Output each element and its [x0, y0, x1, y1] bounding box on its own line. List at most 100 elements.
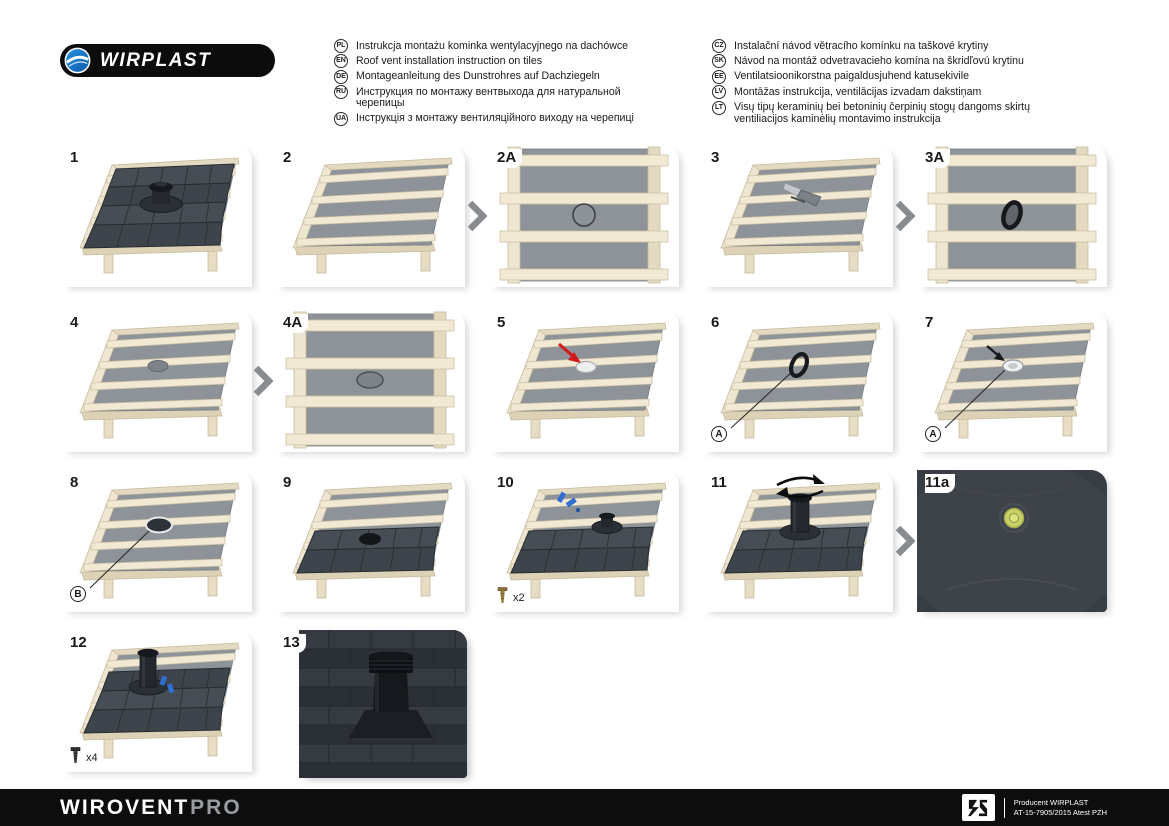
sealed-hole — [145, 516, 173, 534]
chevron-right-icon — [467, 200, 487, 232]
producer-info: Producent WIRPLAST AT-15-7905/2015 Atest… — [961, 794, 1107, 821]
step-1-illustration — [79, 157, 240, 274]
marked-circle — [572, 203, 596, 227]
step-cell-8: B 8 — [62, 470, 252, 612]
language-code-badge: EN — [334, 54, 348, 69]
step-3-illustration — [720, 157, 881, 274]
language-text: Instalační návod větracího komínku na ta… — [734, 39, 989, 52]
language-text: Инструкция по монтажу вентвыхода для нат… — [356, 85, 621, 110]
step-number: 2A — [497, 149, 523, 168]
step-number: 3A — [925, 149, 951, 168]
language-row: SK Návod na montáž odvetravacieho komína… — [712, 54, 1064, 69]
step-cell-2: 2 — [275, 145, 465, 287]
screw-icon — [497, 587, 508, 603]
step-7-illustration — [934, 322, 1095, 439]
language-row: LV Montāžas instrukcija, ventilācijas iz… — [712, 85, 1064, 100]
step-number: 11a — [925, 474, 956, 493]
step-2a-illustration — [499, 146, 669, 284]
producer-text: Producent WIRPLAST AT-15-7905/2015 Atest… — [1003, 797, 1107, 818]
step-cell-1: 1 — [62, 145, 252, 287]
brand-main: WIROVENT — [60, 795, 190, 819]
chevron-right-icon — [253, 365, 273, 397]
producer-line2: AT-15-7905/2015 Atest PZH — [1013, 807, 1107, 817]
step-4a-illustration — [285, 311, 455, 449]
wirplast-logo-text: WIRPLAST — [100, 49, 212, 71]
step-cell-12: x4 12 — [62, 630, 252, 772]
language-code-badge: UA — [334, 111, 348, 126]
language-row: DE Montageanleitung des Dunstrohres auf … — [334, 69, 669, 84]
step-number: 5 — [497, 314, 512, 333]
language-row: EE Ventilatsioonikorstna paigaldusjuhend… — [712, 69, 1064, 84]
step-12-illustration — [79, 642, 240, 759]
chevron-right-icon — [895, 525, 915, 557]
step-number: 12 — [70, 634, 93, 653]
rubber-seal-ring — [1001, 200, 1023, 230]
step-number: 6 — [711, 314, 726, 333]
step-number: 2 — [283, 149, 298, 168]
language-code-badge: SK — [712, 54, 726, 69]
step-cell-2a: 2A — [489, 145, 679, 287]
step-8-illustration — [79, 482, 240, 599]
step-4-illustration — [79, 322, 240, 439]
step-number: 1 — [70, 149, 85, 168]
level-bubble-icon — [999, 503, 1029, 533]
membrane-hole — [356, 371, 384, 389]
language-code-badge: CZ — [712, 39, 726, 53]
membrane-hole — [147, 360, 169, 372]
producer-logo-icon — [961, 794, 995, 821]
leader-line — [944, 369, 1006, 429]
language-text: Instrukcja montażu kominka wentylacyjneg… — [356, 39, 629, 52]
leader-line — [730, 370, 794, 429]
wirovent-brand: WIROVENTPRO — [60, 796, 242, 820]
step-number: 7 — [925, 314, 940, 333]
marker-a: A — [925, 426, 941, 442]
footer-bar: WIROVENTPRO Producent WIRPLAST AT-15-790… — [0, 789, 1169, 826]
vent-chimney — [349, 651, 433, 738]
step-number: 4 — [70, 314, 85, 333]
step-5-illustration — [506, 322, 667, 439]
rubber-seal-ring — [788, 352, 810, 378]
marker-a: A — [711, 426, 727, 442]
step-cell-3: 3 — [703, 145, 893, 287]
step-number: 11 — [711, 474, 733, 493]
step-cell-5: 5 — [489, 310, 679, 452]
step-number: 4A — [283, 314, 309, 333]
wirplast-globe-icon — [64, 47, 91, 74]
step-cell-6: A 6 — [703, 310, 893, 452]
language-row: CZ Instalační návod větracího komínku na… — [712, 39, 1064, 53]
language-row: PL Instrukcja montażu kominka wentylacyj… — [334, 39, 669, 53]
step-cell-11: 11 — [703, 470, 893, 612]
step-number: 9 — [283, 474, 298, 493]
language-row: RU Инструкция по монтажу вентвыхода для … — [334, 85, 669, 110]
wirplast-logo: WIRPLAST — [60, 44, 275, 77]
brand-suffix: PRO — [190, 795, 242, 819]
step-9-illustration — [292, 482, 453, 599]
step-cell-9: 9 — [275, 470, 465, 612]
vent-cowl-icon — [139, 181, 183, 213]
language-text: Montāžas instrukcija, ventilācijas izvad… — [734, 85, 982, 98]
step-3a-illustration — [927, 146, 1097, 284]
screw-count: x2 — [497, 587, 525, 604]
step-cell-3a: 3A — [917, 145, 1107, 287]
screw-icon — [70, 747, 81, 763]
step-11-illustration — [720, 474, 881, 599]
step-13-photo — [299, 630, 467, 778]
rotate-arrows-icon — [776, 474, 825, 499]
chevron-right-icon — [895, 200, 915, 232]
step-cell-11a: 11a — [917, 470, 1107, 612]
count-label: x2 — [513, 592, 525, 604]
seal-oval — [575, 360, 597, 374]
step-number: 10 — [497, 474, 520, 493]
step-11a-illustration — [917, 470, 1107, 612]
language-row: LT Visų tipų keraminių bei betoninių čer… — [712, 100, 1064, 126]
marker-b: B — [70, 586, 86, 602]
step-2-illustration — [292, 157, 453, 274]
language-code-badge: RU — [334, 85, 348, 100]
step-cell-4: 4 — [62, 310, 252, 452]
step-number: 8 — [70, 474, 85, 493]
step-13-illustration — [299, 630, 467, 778]
vent-pipe — [128, 648, 168, 696]
language-list-right: CZ Instalační návod větracího komínku na… — [712, 39, 1064, 126]
language-code-badge: LT — [712, 100, 726, 115]
language-text: Visų tipų keraminių bei betoninių čerpin… — [734, 101, 1031, 125]
